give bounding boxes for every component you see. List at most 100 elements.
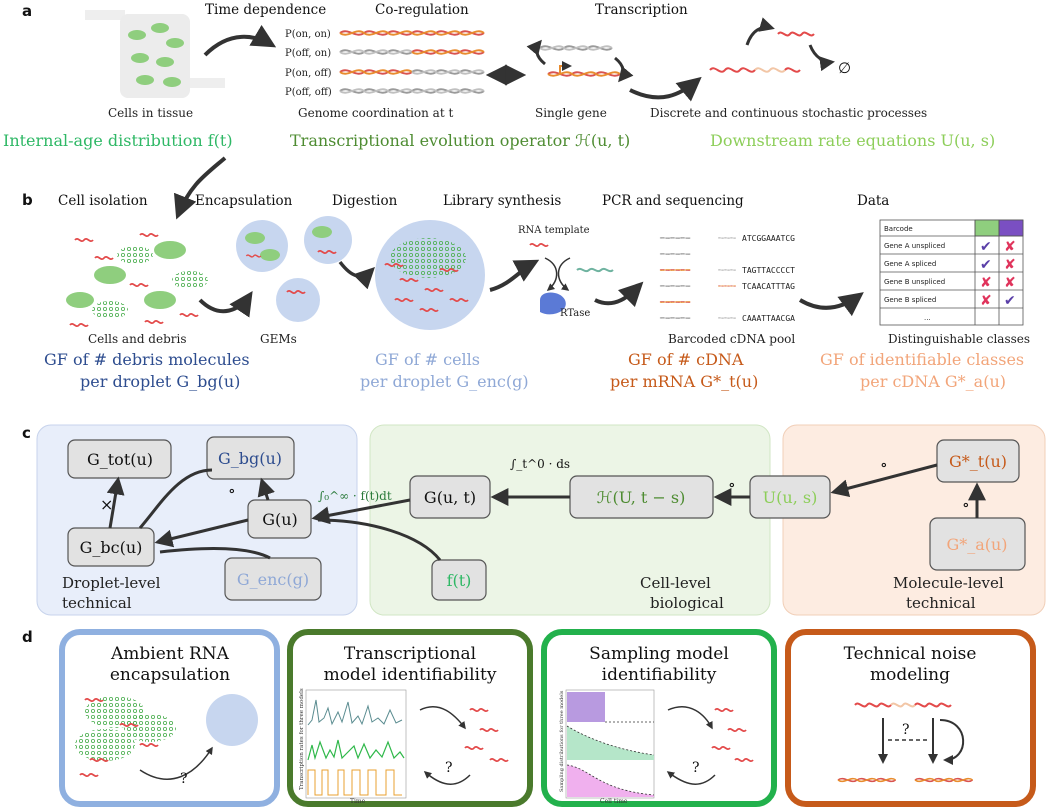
node-g-ut-label: G(u, t) <box>424 488 476 507</box>
label-genome-coord: Genome coordination at t <box>298 106 453 120</box>
dna-on-off-2 <box>411 69 485 75</box>
arrow-b3 <box>489 259 540 292</box>
question-1: ? <box>180 771 188 787</box>
node-f-t <box>431 559 487 601</box>
node-g-enc-label: G_enc(g) <box>237 570 309 589</box>
stage-digestion: Digestion <box>332 193 398 209</box>
sampling-distributions-plot <box>565 689 655 799</box>
edge-gut-to-gu <box>311 498 411 525</box>
stage-coregulation: Co-regulation <box>375 2 469 18</box>
node-g-bc-label: G_bc(u) <box>80 538 143 557</box>
node-gt-star-label: G*_t(u) <box>949 452 1007 471</box>
dna-on-off-1 <box>339 69 413 75</box>
panel-letter-b: b <box>22 191 33 209</box>
node-g-bg <box>206 436 295 480</box>
arrow-b1 <box>198 291 253 318</box>
digestion-illustration <box>375 220 485 330</box>
label-droplet-2: technical <box>62 594 132 612</box>
check-mark-1: ✔ <box>980 239 992 255</box>
label-p-off-off: P(off, off) <box>285 87 332 98</box>
node-g-enc <box>224 557 322 601</box>
label-barcoded-pool: Barcoded cDNA pool <box>668 332 795 346</box>
cross-mark-2: ✘ <box>1004 257 1016 273</box>
table-row-2: Gene A spliced <box>884 260 936 268</box>
dna-off-on-2 <box>411 49 485 55</box>
node-g-u <box>247 499 312 539</box>
operator-compose-4: ∘ <box>962 495 970 514</box>
integral-inner: ∫_t^0 · ds <box>510 457 570 471</box>
question-4: ? <box>902 722 910 738</box>
panel-letter-d: d <box>22 628 33 646</box>
stage-transcription: Transcription <box>595 2 688 18</box>
edge-bc-to-tot <box>106 476 125 529</box>
box-technical-noise <box>785 629 1036 807</box>
label-gf-cells-1: GF of # cells <box>375 350 480 369</box>
box2-title-1: Transcriptional <box>344 644 476 664</box>
tissue-illustration <box>85 10 225 98</box>
node-gt-star <box>936 439 1020 483</box>
label-rtase: RTase <box>560 308 590 319</box>
single-gene-illustration <box>526 39 634 83</box>
box3-title-2: identifiability <box>602 665 717 685</box>
stage-time-dependence: Time dependence <box>205 2 326 18</box>
label-gf-debris-1: GF of # debris molecules <box>44 350 250 369</box>
label-gf-classes-1: GF of identifiable classes <box>820 350 1024 369</box>
node-g-tot-label: G_tot(u) <box>87 450 153 469</box>
label-p-off-on: P(off, on) <box>285 48 331 59</box>
dna-off-off-2 <box>411 88 485 94</box>
label-cell-2: biological <box>650 594 724 612</box>
transcription-rates-plot <box>305 689 407 799</box>
label-gf-debris-2: per droplet G_bg(u) <box>80 372 240 391</box>
label-droplet-1: Droplet-level <box>62 574 161 592</box>
library-illustration <box>529 242 614 315</box>
stage-pcr: PCR and sequencing <box>602 193 744 209</box>
check-mark-3: ✔ <box>1004 293 1016 309</box>
node-h-op-label: ℋ(U, t − s) <box>597 488 686 507</box>
ambient-rna-illustration <box>75 694 258 780</box>
label-stochastic: Discrete and continuous stochastic proce… <box>650 106 927 120</box>
dna-on-on-2 <box>411 30 485 36</box>
box-ambient-rna <box>59 629 280 807</box>
panel-letter-a: a <box>22 2 32 20</box>
stage-cell-isolation: Cell isolation <box>58 193 148 209</box>
box1-title-2: encapsulation <box>110 665 230 685</box>
operator-compose-1: ∘ <box>228 481 236 500</box>
cross-mark-5: ✘ <box>980 293 992 309</box>
arrow-a2 <box>629 76 702 102</box>
box2-title-2: model identifiability <box>324 665 497 685</box>
label-gf-cdna-1: GF of # cDNA <box>628 350 744 369</box>
data-table <box>879 219 1024 326</box>
panel-letter-c: c <box>22 424 31 442</box>
arrow-b5 <box>798 292 864 317</box>
label-internal-age: Internal-age distribution f(t) <box>3 131 233 150</box>
check-mark-2: ✔ <box>980 257 992 273</box>
edge-gu-to-bc <box>154 518 249 548</box>
axis-sampling: Sampling distributions for three models <box>559 690 565 792</box>
label-cells-in-tissue: Cells in tissue <box>108 106 193 120</box>
label-downstream: Downstream rate equations U(u, s) <box>710 131 995 150</box>
integral-outer: ∫₀^∞ · f(t)dt <box>318 489 392 503</box>
table-row-3: Gene B unspliced <box>884 278 945 286</box>
label-cell-1: Cell-level <box>640 574 711 592</box>
axis-cell-time: Cell time <box>600 798 628 805</box>
box3-title-1: Sampling model <box>589 644 729 664</box>
box1-title-1: Ambient RNA <box>110 644 230 664</box>
transcription-illustration <box>709 17 835 73</box>
gems-illustration <box>236 216 352 322</box>
label-cells-debris: Cells and debris <box>88 332 187 346</box>
empty-set: ∅ <box>838 59 851 77</box>
label-molecule-1: Molecule-level <box>893 574 1004 592</box>
dna-off-off-1 <box>339 88 413 94</box>
box3-rna-illustration <box>666 706 754 785</box>
arrow-b2 <box>338 260 375 290</box>
axis-transcription: Transcription rates for three models <box>299 688 305 790</box>
arrow-a1 <box>203 24 277 57</box>
question-3: ? <box>692 760 700 776</box>
table-header-barcode: Barcode <box>884 225 913 233</box>
label-p-on-on: P(on, on) <box>285 29 331 40</box>
cross-mark-3: ✘ <box>980 275 992 291</box>
node-ga-star-label: G*_a(u) <box>946 535 1007 554</box>
stage-data: Data <box>857 193 889 209</box>
sequence-3: TCAACATTTAG <box>742 282 795 291</box>
